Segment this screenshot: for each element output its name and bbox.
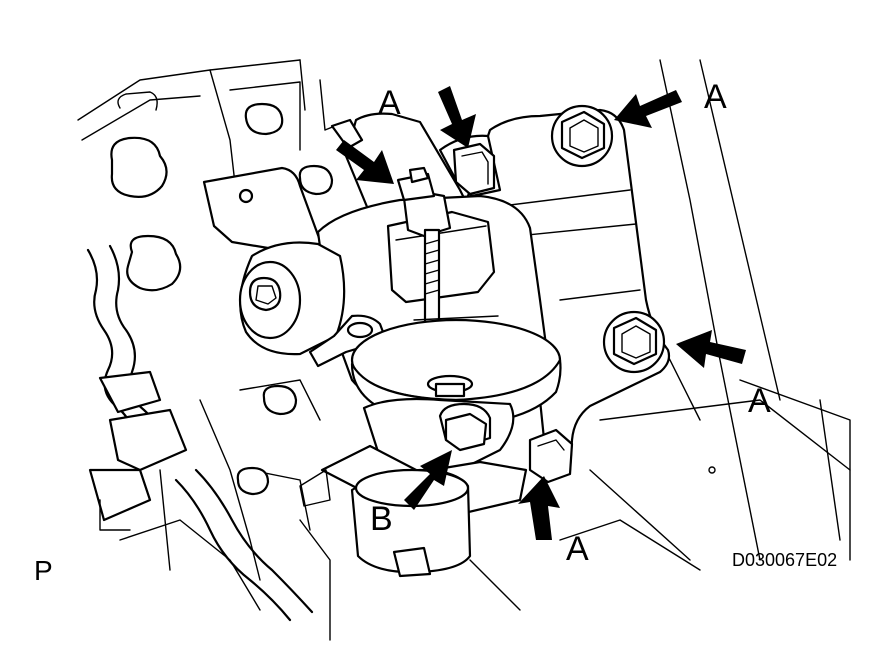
callout-a-right: A: [748, 382, 771, 420]
arrow-bottom-a: [518, 476, 560, 540]
wiring-harness: [86, 244, 314, 622]
arrow-top-center: [438, 86, 476, 148]
figure-code: D030067E02: [732, 550, 837, 570]
arrow-upper-left: [336, 140, 394, 184]
lower-pedestal: [299, 397, 528, 578]
bolt-lower-side: [528, 428, 574, 484]
arrow-right: [676, 330, 746, 368]
bolt-lower-right: [602, 310, 666, 374]
background-bolt-heads: [110, 91, 334, 496]
callout-b: B: [370, 500, 393, 538]
nut-lower-center: [438, 402, 492, 452]
corner-letter: P: [34, 555, 53, 586]
callout-a-top-left: A: [378, 84, 401, 122]
callout-a-bottom: A: [566, 530, 589, 568]
arrow-upper-right: [614, 90, 682, 128]
callout-a-top-right: A: [704, 78, 727, 116]
bolt-upper-right: [550, 104, 614, 168]
arrow-bottom-b: [404, 450, 452, 510]
bolt-upper-center: [452, 142, 496, 196]
